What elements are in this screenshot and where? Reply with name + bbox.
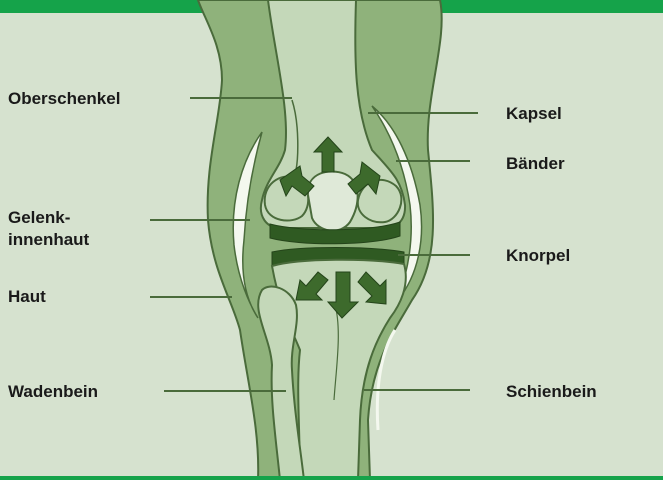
label-baender: Bänder — [506, 153, 565, 175]
label-knorpel: Knorpel — [506, 245, 570, 267]
label-gelenk-line1: Gelenk- — [8, 207, 70, 229]
label-wadenbein: Wadenbein — [8, 381, 98, 403]
label-oberschenkel: Oberschenkel — [8, 88, 120, 110]
label-kapsel: Kapsel — [506, 103, 562, 125]
label-haut: Haut — [8, 286, 46, 308]
femur-condyle-center — [308, 172, 358, 231]
bottom-accent-bar — [0, 476, 663, 480]
label-schienbein: Schienbein — [506, 381, 597, 403]
label-gelenk-line2: innenhaut — [8, 229, 89, 251]
